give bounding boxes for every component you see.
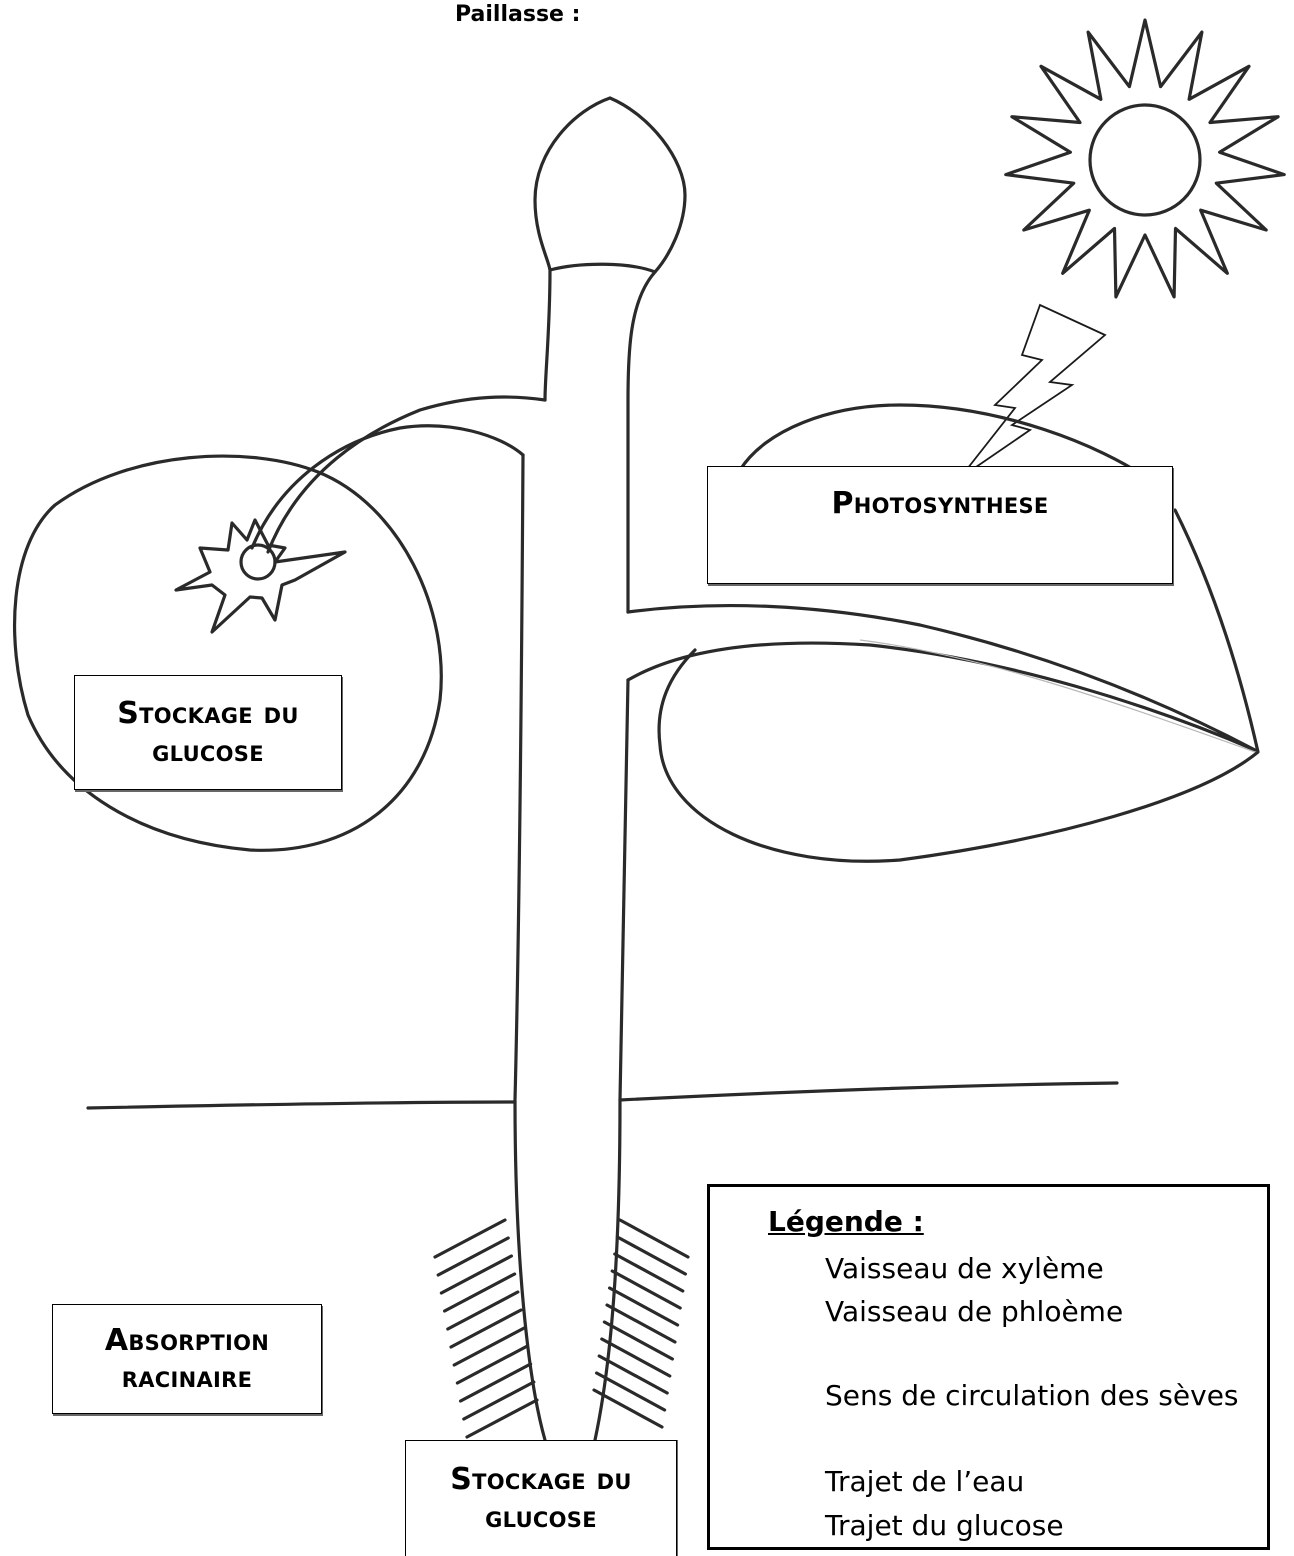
root-hair-left	[448, 1292, 518, 1329]
root-hair-left	[454, 1328, 524, 1365]
absorption-line2: racinaire	[122, 1359, 253, 1397]
legend-title: Légende :	[768, 1205, 924, 1238]
root-hair-right	[604, 1322, 672, 1359]
root-hair-right	[602, 1339, 670, 1376]
legend-item-circulation: Sens de circulation des sèves	[825, 1379, 1239, 1412]
legend-item-water: Trajet de l’eau	[825, 1465, 1024, 1498]
ground-line	[88, 1083, 1117, 1108]
absorption-line1: Absorption	[105, 1322, 269, 1360]
root-hair-right	[594, 1390, 662, 1427]
root-hair-right	[597, 1373, 665, 1410]
stockage-fruit-box[interactable]: Stockage du glucose	[74, 675, 342, 790]
root-hair-right	[610, 1288, 678, 1325]
root-hair-right	[612, 1271, 680, 1308]
legend-item-glucose: Trajet du glucose	[825, 1509, 1064, 1542]
fruit-stem	[268, 397, 545, 552]
paillasse-label: Paillasse :	[455, 2, 580, 27]
stockage-fruit-line1: Stockage du	[117, 695, 299, 733]
root-hair-right	[607, 1305, 675, 1342]
root-hair-left	[464, 1382, 534, 1419]
stockage-racine-box[interactable]: Stockage du glucose	[405, 1440, 677, 1556]
fruit-shape	[15, 456, 442, 850]
root-hair-left	[451, 1310, 521, 1347]
root-hair-right	[617, 1237, 685, 1274]
root-hair-left	[445, 1274, 515, 1311]
legend-box: Légende : Vaisseau de xylème Vaisseau de…	[707, 1184, 1270, 1550]
root-hair-left	[467, 1400, 537, 1437]
stockage-racine-line2: glucose	[485, 1499, 597, 1537]
root-hair-left	[457, 1346, 527, 1383]
stockage-racine-line1: Stockage du	[450, 1461, 632, 1499]
photosynthese-label: Photosynthese	[831, 485, 1048, 523]
sun-icon	[1006, 20, 1284, 297]
main-stem	[515, 98, 685, 1440]
photosynthese-box[interactable]: Photosynthese	[707, 466, 1173, 584]
absorption-box[interactable]: Absorption racinaire	[52, 1304, 322, 1414]
legend-item-phloem: Vaisseau de phloème	[825, 1295, 1123, 1328]
root-hairs	[435, 1220, 688, 1437]
calyx-shape	[176, 520, 345, 632]
root-hair-right	[615, 1254, 683, 1291]
stockage-fruit-line2: glucose	[152, 733, 264, 771]
root-hair-left	[441, 1256, 511, 1293]
root-hair-left	[438, 1238, 508, 1275]
root-hair-right	[620, 1220, 688, 1257]
root-hair-left	[461, 1364, 531, 1401]
leaf-petiole	[628, 606, 1255, 750]
legend-item-xylem: Vaisseau de xylème	[825, 1252, 1104, 1285]
root-hair-right	[599, 1356, 667, 1393]
root-hair-left	[435, 1220, 505, 1257]
lightning-icon	[960, 305, 1105, 478]
